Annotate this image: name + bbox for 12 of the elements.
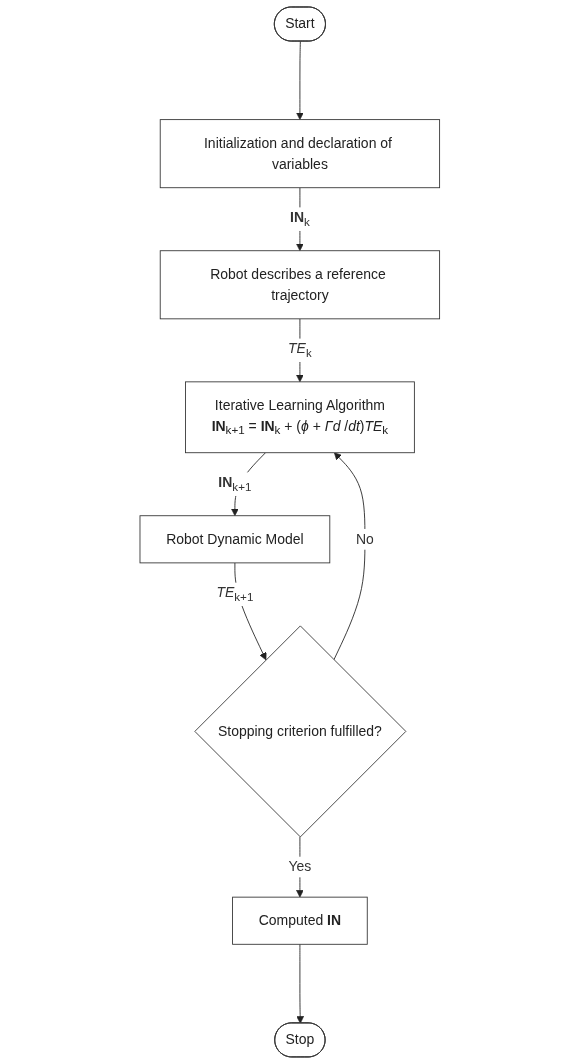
node-box: Iterative Learning Algorithm IN$_{k+1}$ = IN$_{k}$ + (ϕ + Γd /dt)TE$_{k}$	[184, 381, 415, 454]
node-box: Initialization and declaration of variables	[159, 119, 440, 189]
edge-label: TE$_{k}$	[287, 341, 312, 360]
edge-label: TE$_{k+1}$	[216, 585, 254, 604]
edge-label: Yes	[288, 859, 312, 875]
edge-label: No	[355, 531, 374, 547]
edge-label: IN$_{k+1}$	[218, 474, 252, 494]
node-box: Computed IN	[231, 896, 368, 945]
node-box: Robot Dynamic Model	[139, 515, 330, 564]
edge-label: IN$_{k}$	[289, 209, 310, 229]
node-diamond: Stopping criterion fulfilled?	[194, 625, 406, 838]
node-box: Robot describes a reference trajectory	[159, 250, 440, 320]
